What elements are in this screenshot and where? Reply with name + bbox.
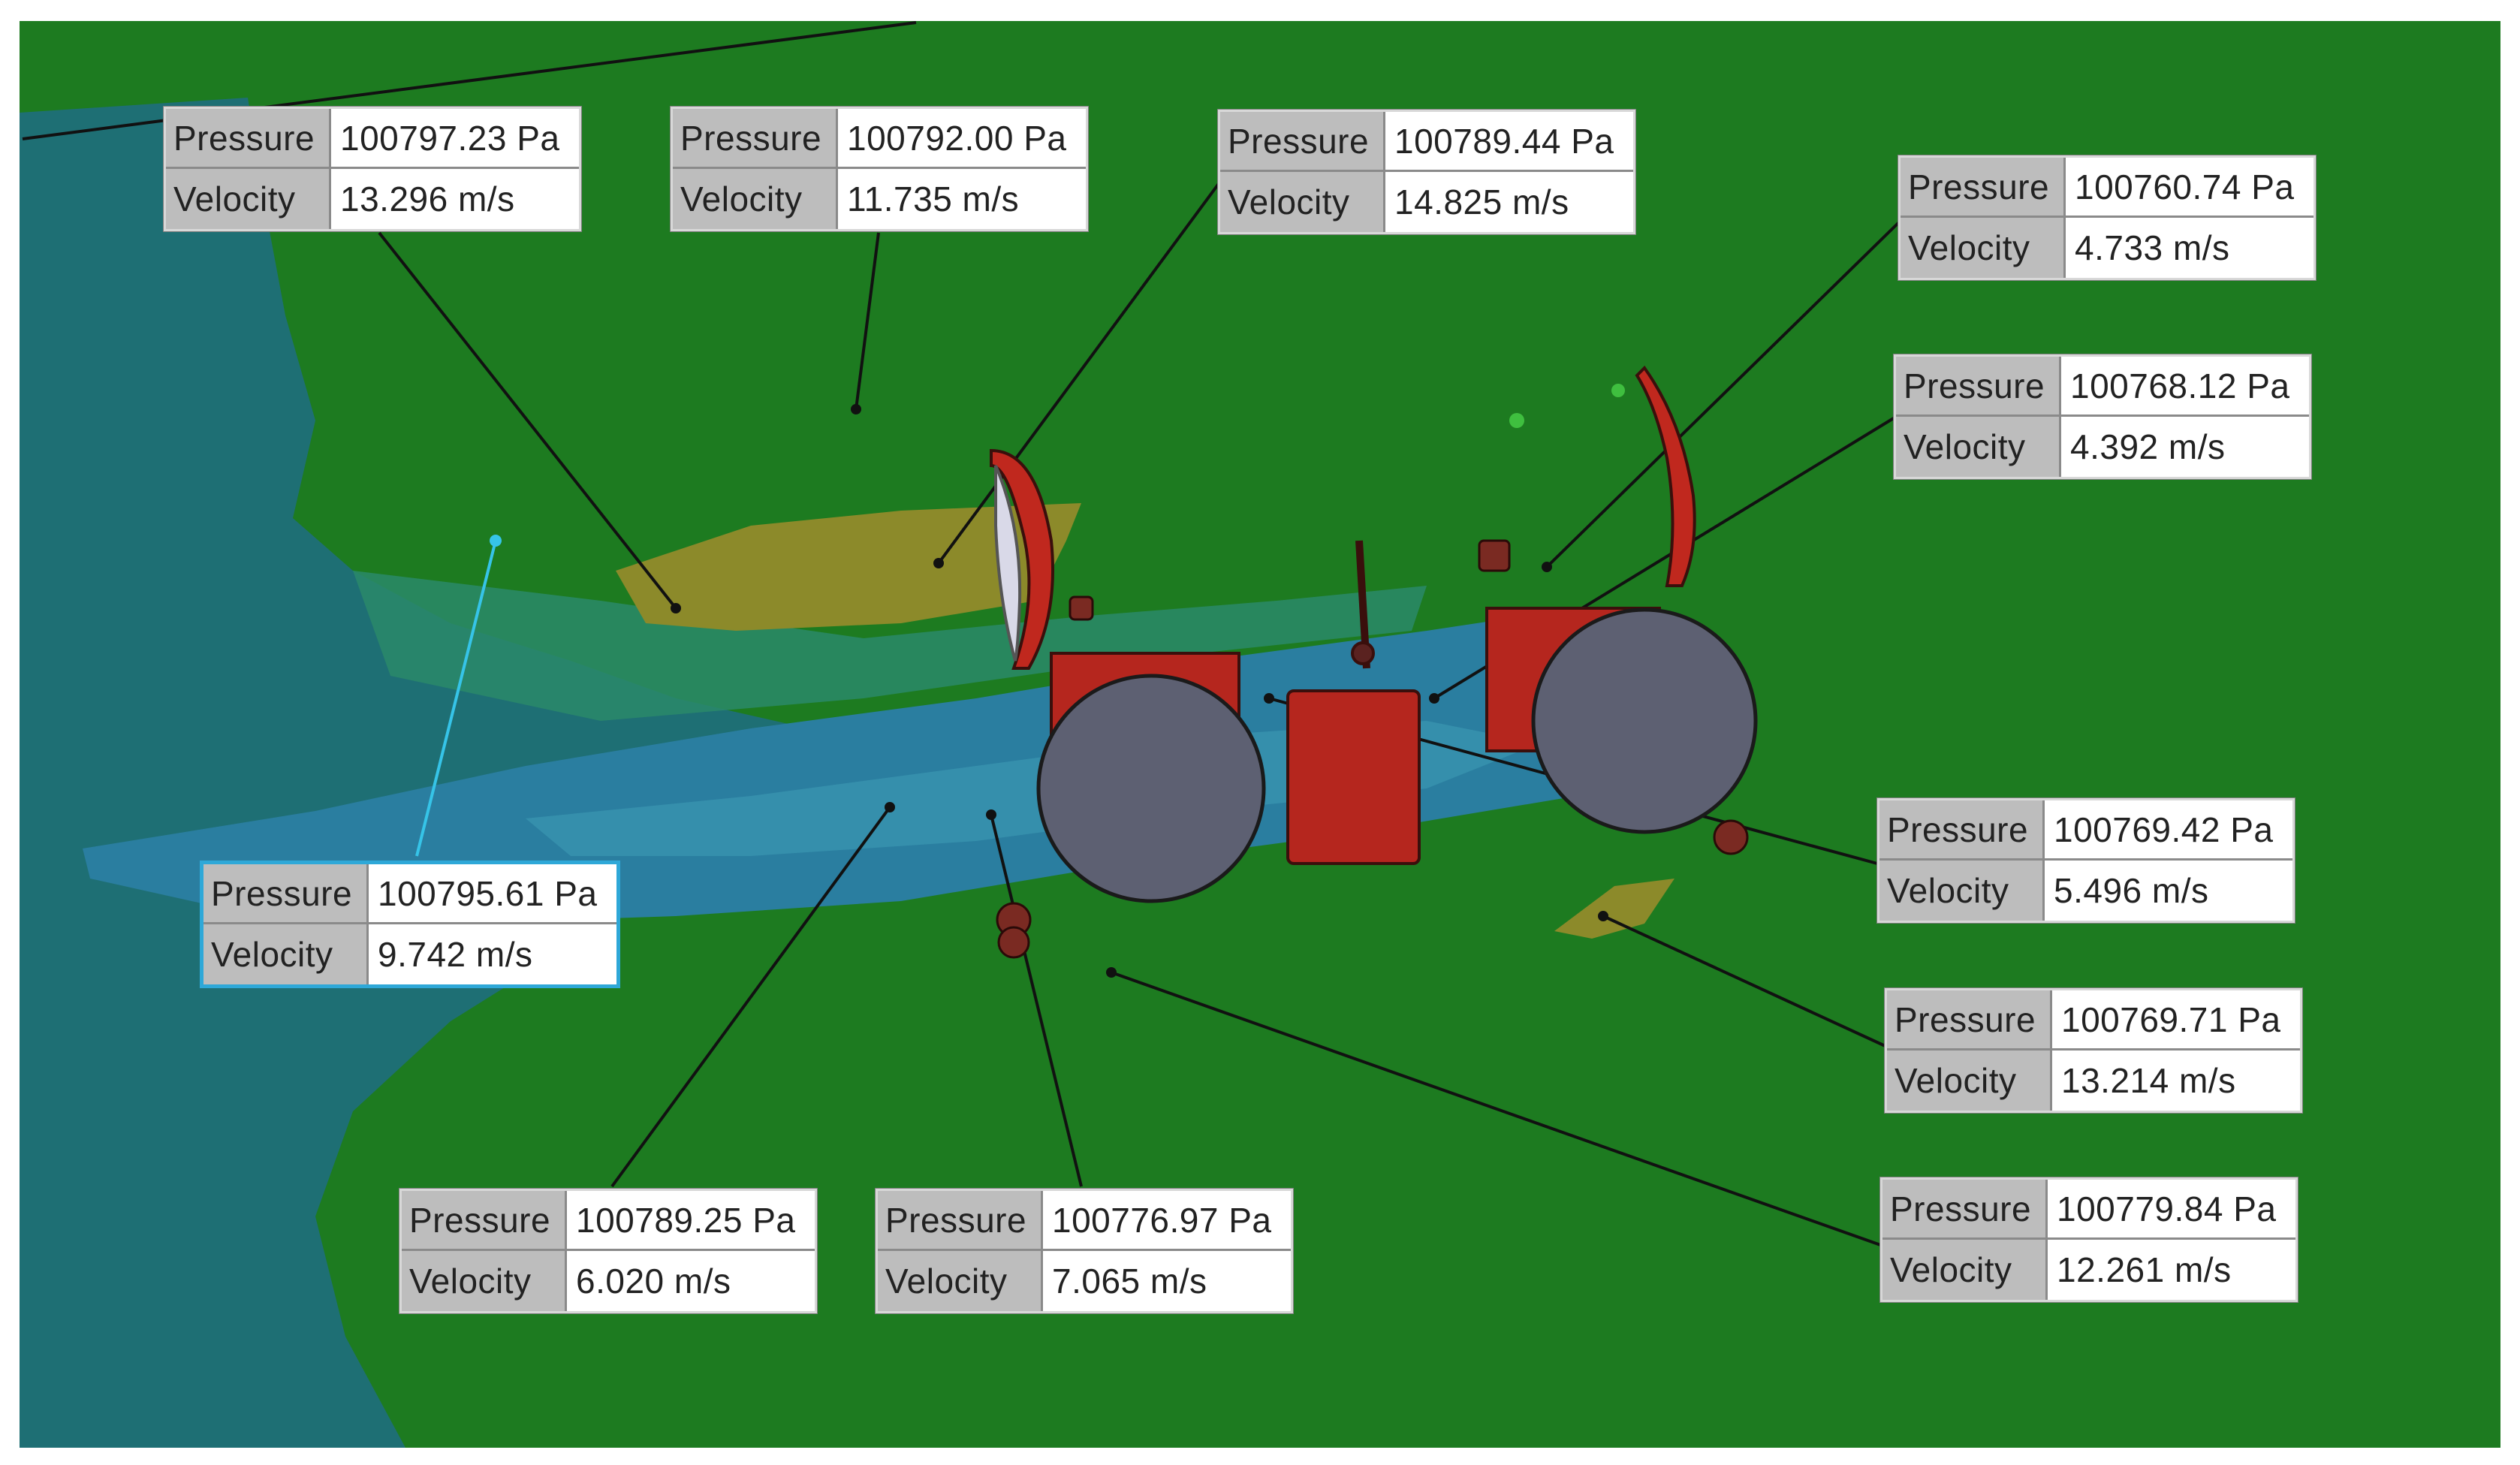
pressure-value: 100789.44 Pa [1385, 112, 1633, 172]
pressure-label: Pressure [673, 109, 838, 169]
velocity-value: 4.392 m/s [2061, 417, 2309, 477]
pressure-label: Pressure [1220, 112, 1385, 172]
pressure-value: 100760.74 Pa [2066, 158, 2314, 218]
probe-label-10: Pressure 100776.97 Pa Velocity 7.065 m/s [876, 1189, 1293, 1313]
velocity-label: Velocity [203, 924, 369, 984]
pressure-label: Pressure [166, 109, 331, 169]
probe-label-5: Pressure 100768.12 Pa Velocity 4.392 m/s [1894, 354, 2311, 479]
pressure-value: 100789.25 Pa [567, 1191, 815, 1251]
velocity-value: 4.733 m/s [2066, 218, 2314, 278]
pressure-label: Pressure [1896, 357, 2061, 417]
probe-label-11: Pressure 100779.84 Pa Velocity 12.261 m/… [1880, 1177, 2298, 1302]
wake-band-light [526, 721, 1539, 856]
velocity-value: 12.261 m/s [2048, 1240, 2295, 1300]
probe-label-6-selected[interactable]: Pressure 100795.61 Pa Velocity 9.742 m/s [201, 862, 619, 987]
small-parts [996, 539, 1749, 959]
velocity-label: Velocity [878, 1251, 1043, 1311]
velocity-label: Velocity [166, 169, 331, 229]
pressure-value: 100768.12 Pa [2061, 357, 2309, 417]
velocity-label: Velocity [1887, 1051, 2052, 1111]
pressure-label: Pressure [402, 1191, 567, 1251]
pressure-value: 100776.97 Pa [1043, 1191, 1291, 1251]
probe-label-3: Pressure 100789.44 Pa Velocity 14.825 m/… [1218, 110, 1635, 234]
pressure-value: 100769.71 Pa [2052, 990, 2300, 1051]
probe-label-8: Pressure 100769.71 Pa Velocity 13.214 m/… [1885, 988, 2302, 1113]
pressure-label: Pressure [1887, 990, 2052, 1051]
velocity-value: 9.742 m/s [369, 924, 616, 984]
probe-label-2: Pressure 100792.00 Pa Velocity 11.735 m/… [671, 107, 1088, 231]
left-wheel [1036, 674, 1266, 903]
pressure-label: Pressure [1901, 158, 2066, 218]
velocity-value: 5.496 m/s [2045, 861, 2292, 921]
velocity-label: Velocity [1220, 172, 1385, 232]
pressure-value: 100779.84 Pa [2048, 1180, 2295, 1240]
right-wheel [1531, 607, 1758, 834]
probe-points [671, 404, 1608, 978]
probe-label-4: Pressure 100760.74 Pa Velocity 4.733 m/s [1898, 155, 2316, 280]
high-pressure-patch [616, 503, 1081, 631]
selected-probe-point [490, 535, 502, 547]
center-panel [1286, 689, 1421, 865]
mid-zone [353, 571, 1427, 721]
probe-label-9: Pressure 100789.25 Pa Velocity 6.020 m/s [399, 1189, 817, 1313]
green-debris [1509, 384, 1625, 428]
pressure-label: Pressure [878, 1191, 1043, 1251]
left-shield [990, 448, 1054, 670]
velocity-value: 13.296 m/s [331, 169, 579, 229]
pressure-label: Pressure [1879, 800, 2045, 861]
velocity-value: 13.214 m/s [2052, 1051, 2300, 1111]
pressure-value: 100795.61 Pa [369, 864, 616, 924]
velocity-label: Velocity [402, 1251, 567, 1311]
pressure-value: 100797.23 Pa [331, 109, 579, 169]
velocity-label: Velocity [1882, 1240, 2048, 1300]
pressure-value: 100769.42 Pa [2045, 800, 2292, 861]
velocity-value: 14.825 m/s [1385, 172, 1633, 232]
left-shield-inner [994, 465, 1022, 662]
velocity-value: 11.735 m/s [838, 169, 1086, 229]
probe-label-1: Pressure 100797.23 Pa Velocity 13.296 m/… [164, 107, 581, 231]
vehicle-wheels [1036, 607, 1758, 903]
velocity-label: Velocity [1879, 861, 2045, 921]
right-shield [1635, 365, 1696, 587]
velocity-label: Velocity [1896, 417, 2061, 477]
velocity-label: Velocity [1901, 218, 2066, 278]
pressure-value: 100792.00 Pa [838, 109, 1086, 169]
velocity-value: 6.020 m/s [567, 1251, 815, 1311]
pressure-label: Pressure [203, 864, 369, 924]
velocity-value: 7.065 m/s [1043, 1251, 1291, 1311]
probe-label-7: Pressure 100769.42 Pa Velocity 5.496 m/s [1877, 798, 2295, 923]
pressure-label: Pressure [1882, 1180, 2048, 1240]
high-pressure-patch-small [1554, 879, 1674, 939]
selected-leader-line [415, 540, 497, 857]
velocity-label: Velocity [673, 169, 838, 229]
